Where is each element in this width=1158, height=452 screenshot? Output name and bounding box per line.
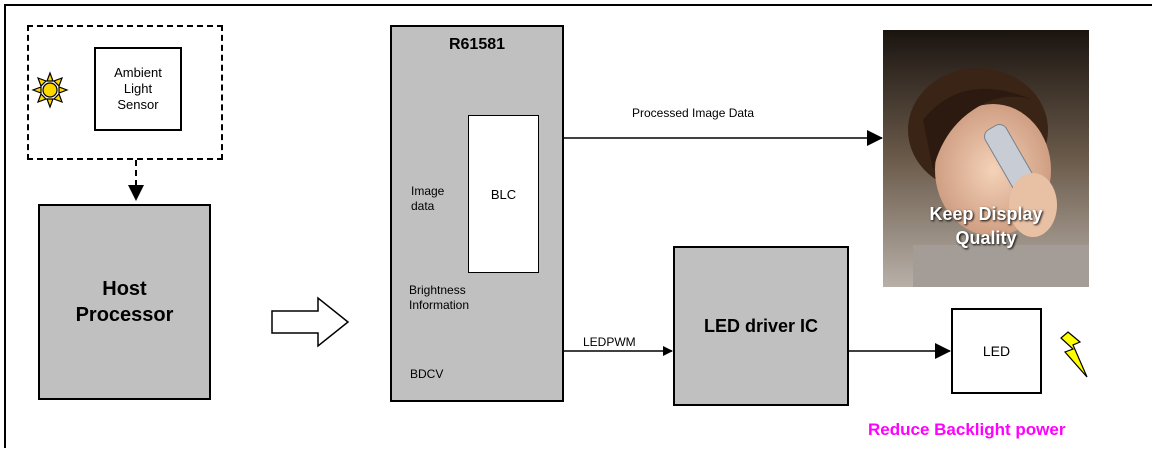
- led-driver-ic: LED driver IC: [673, 246, 849, 406]
- photo-caption: Keep Display Quality: [883, 202, 1089, 250]
- blc-block: BLC: [468, 115, 539, 273]
- sensor-label-line: Sensor: [114, 97, 162, 113]
- blc-label: BLC: [491, 187, 516, 202]
- host-processor: Host Processor: [38, 204, 211, 400]
- photo-caption-line: Keep Display: [883, 202, 1089, 226]
- led-block: LED: [951, 308, 1042, 394]
- ledpwm-label: LEDPWM: [583, 335, 636, 350]
- processed-image-label: Processed Image Data: [632, 106, 754, 121]
- reduce-backlight-caption: Reduce Backlight power: [868, 420, 1065, 440]
- sensor-label-line: Light: [114, 81, 162, 97]
- image-data-line: Image: [411, 184, 444, 199]
- hollow-arrow-icon: [272, 298, 348, 346]
- sensor-label-line: Ambient: [114, 65, 162, 81]
- brightness-line: Brightness: [409, 283, 469, 298]
- photo-caption-line: Quality: [883, 226, 1089, 250]
- led-driver-label: LED driver IC: [704, 316, 818, 337]
- brightness-line: Information: [409, 298, 469, 313]
- lightning-icon: [1061, 332, 1087, 377]
- image-data-line: data: [411, 199, 444, 214]
- display-photo: Keep Display Quality: [883, 30, 1089, 287]
- brightness-label: Brightness Information: [409, 283, 469, 313]
- led-label: LED: [983, 343, 1010, 359]
- ambient-light-sensor: Ambient Light Sensor: [94, 47, 182, 131]
- host-label-line: Host: [76, 276, 174, 302]
- chip-title: R61581: [390, 36, 564, 54]
- image-data-label: Image data: [411, 184, 444, 214]
- host-label-line: Processor: [76, 302, 174, 328]
- bdcv-label: BDCV: [410, 367, 443, 382]
